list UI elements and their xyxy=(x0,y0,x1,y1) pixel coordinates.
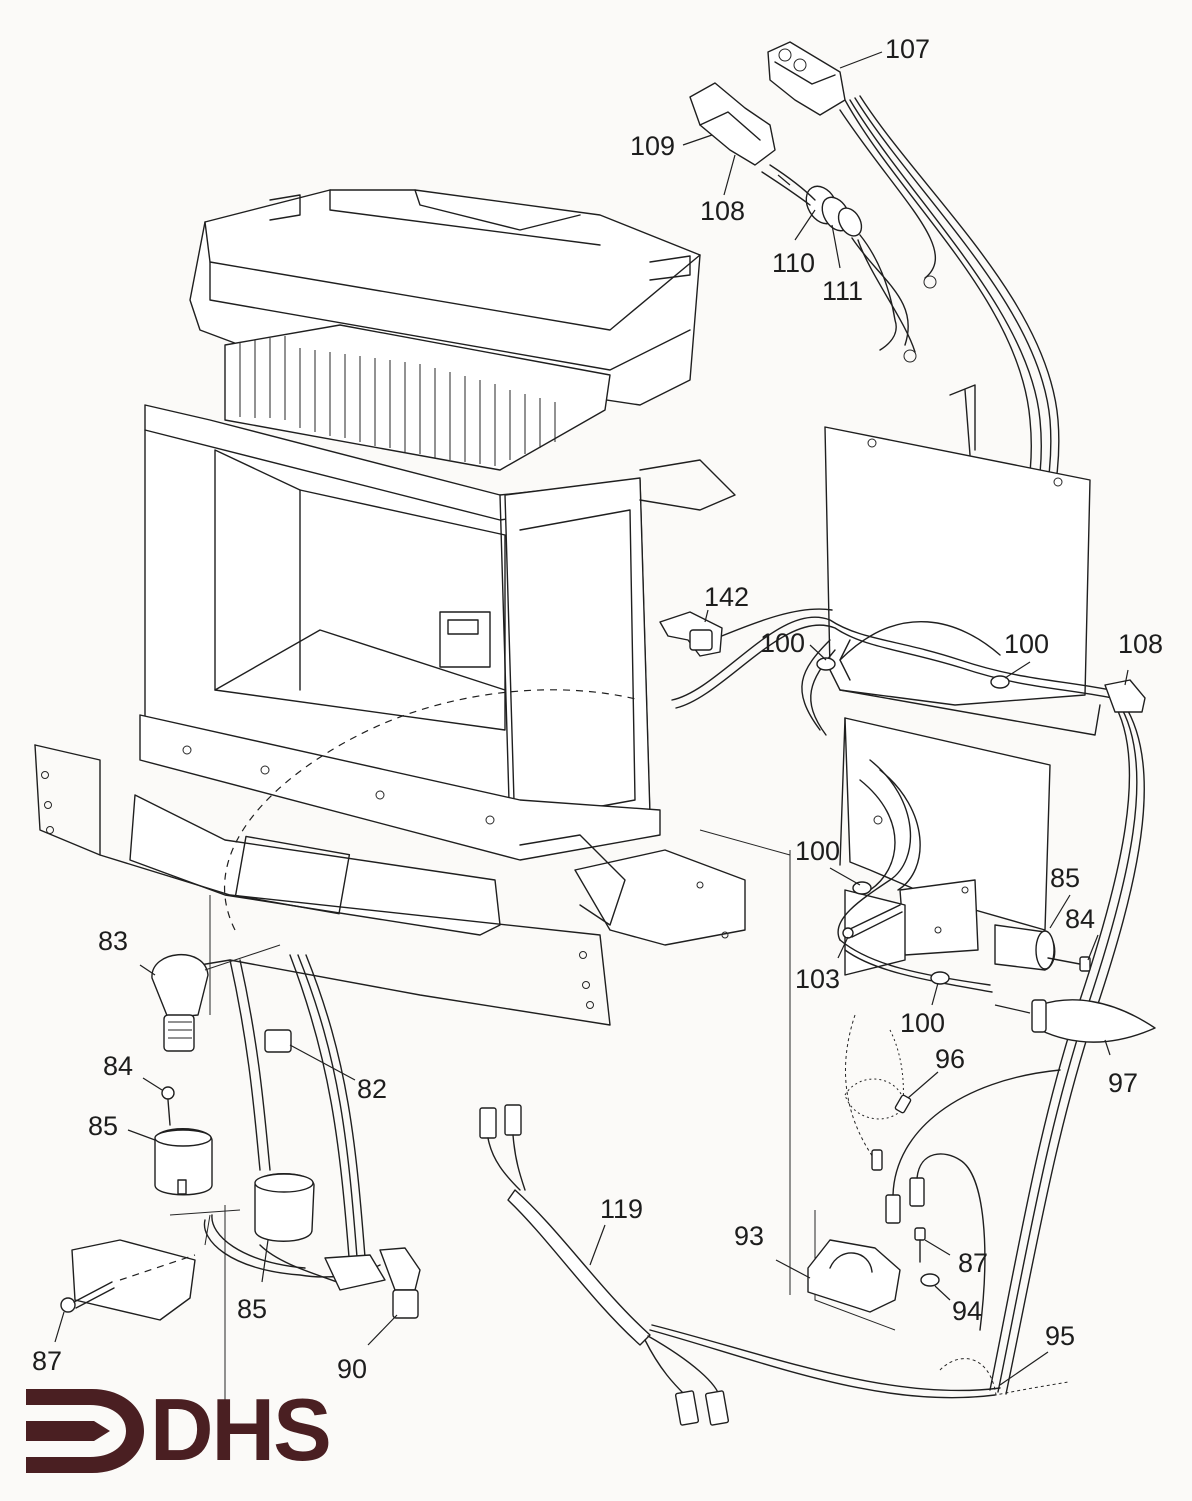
callout-94: 94 xyxy=(952,1296,982,1326)
grommets xyxy=(816,657,1010,985)
cable-gland xyxy=(805,185,863,237)
callout-119: 119 xyxy=(600,1194,643,1224)
mains-connectors xyxy=(689,41,1060,681)
screw-103 xyxy=(847,904,903,938)
callout-97: 97 xyxy=(1108,1068,1138,1098)
callout-87: 87 xyxy=(32,1346,62,1376)
callout-84: 84 xyxy=(103,1051,133,1081)
callout-93: 93 xyxy=(734,1221,764,1251)
lamp-parts-left xyxy=(60,953,421,1400)
callout-107: 107 xyxy=(885,34,930,64)
callout-90: 90 xyxy=(337,1354,367,1384)
lampholder-right xyxy=(994,924,1091,972)
screw-head-103 xyxy=(842,927,854,939)
brand-logo-text: DHS xyxy=(150,1380,332,1479)
plug-109 xyxy=(689,82,776,166)
callout-labels: 107 109 108 110 111 142 100 100 108 100 … xyxy=(32,34,1163,1384)
callout-96: 96 xyxy=(935,1044,965,1074)
callout-85: 85 xyxy=(1050,863,1080,893)
callout-100: 100 xyxy=(795,836,840,866)
callout-95: 95 xyxy=(1045,1321,1075,1351)
pull-chain-95 xyxy=(939,1358,1069,1396)
clip-142 xyxy=(659,611,723,657)
callout-85: 85 xyxy=(237,1294,267,1324)
callout-100: 100 xyxy=(900,1008,945,1038)
harness-119 xyxy=(479,1104,1001,1426)
heat-exchanger-fins xyxy=(224,324,611,471)
callout-85: 85 xyxy=(88,1111,118,1141)
connector-107 xyxy=(767,41,846,116)
callout-82: 82 xyxy=(357,1074,387,1104)
callout-100: 100 xyxy=(760,628,805,658)
guide-line xyxy=(204,944,281,971)
callout-110: 110 xyxy=(772,248,815,278)
heater-housing xyxy=(34,189,746,1026)
callout-108: 108 xyxy=(1118,629,1163,659)
callout-100: 100 xyxy=(1004,629,1049,659)
callout-87: 87 xyxy=(958,1248,988,1278)
callout-83: 83 xyxy=(98,926,128,956)
callout-84: 84 xyxy=(1065,904,1095,934)
callout-109: 109 xyxy=(630,131,675,161)
callout-103: 103 xyxy=(795,964,840,994)
leader-lines xyxy=(54,51,1129,1386)
arrow-chevron-logo-icon xyxy=(26,1389,144,1473)
callout-108: 108 xyxy=(700,196,745,226)
control-panel-upper xyxy=(824,384,1101,736)
pull-chain-96 xyxy=(844,1014,912,1171)
callout-111: 111 xyxy=(822,276,863,306)
control-panel-lower xyxy=(839,717,1051,976)
callout-142: 142 xyxy=(704,582,749,612)
candle-bulb-97 xyxy=(994,999,1156,1043)
switch-base-93 xyxy=(789,850,1061,1331)
guide-line xyxy=(699,829,791,856)
